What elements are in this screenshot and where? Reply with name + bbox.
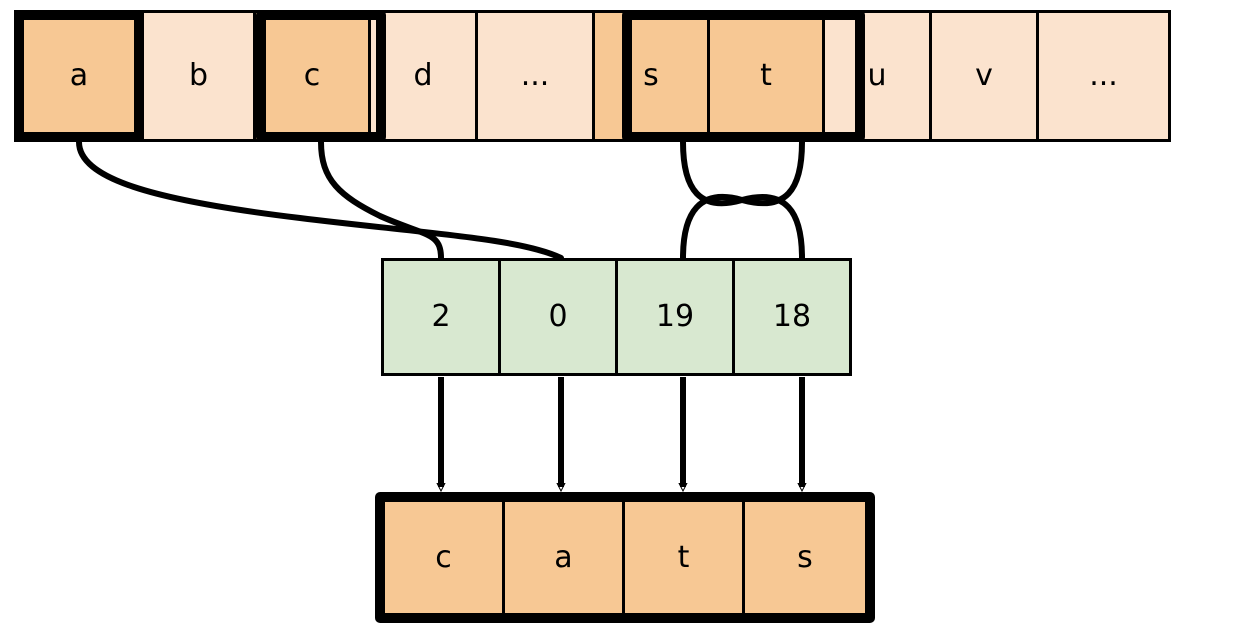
alphabet-cell-label: ... (520, 58, 550, 93)
output-cell[interactable]: s (745, 502, 865, 613)
output-cell-letter: a (554, 539, 573, 575)
output-cell-letter: t (677, 539, 690, 575)
alphabet-cell-label: ... (1089, 58, 1118, 93)
curve-t-to-index-19 (680, 139, 805, 261)
alphabet-cell-v[interactable]: v (929, 10, 1039, 142)
curve-c-to-index-2 (318, 139, 444, 261)
index-cell[interactable]: 19 (615, 258, 735, 376)
alphabet-cell-label: u (867, 58, 887, 93)
curve-s-to-index-18 (680, 139, 805, 261)
alphabet-cell-t[interactable]: t (707, 10, 825, 142)
index-cell-value: 2 (431, 299, 451, 334)
alphabet-cell-s[interactable]: s (592, 10, 710, 142)
alphabet-cell-ellipsis-2[interactable]: ... (1036, 10, 1171, 142)
alphabet-cell-label: t (760, 58, 772, 93)
alphabet-cell-label: v (975, 58, 993, 93)
output-cell-letter: c (435, 539, 452, 575)
alphabet-cell-label: b (188, 58, 209, 93)
index-cell-value: 19 (655, 299, 695, 334)
output-cell-letter: s (797, 539, 813, 575)
output-cell[interactable]: c (385, 502, 505, 613)
alphabet-cell-a[interactable]: a (14, 10, 144, 142)
index-strip: 2 0 19 18 (381, 258, 852, 376)
output-cell[interactable]: t (625, 502, 745, 613)
alphabet-cell-u[interactable]: u (822, 10, 932, 142)
alphabet-cell-label: c (303, 58, 321, 93)
alphabet-cell-label: s (643, 58, 659, 93)
alphabet-cell-label: a (69, 58, 89, 93)
curve-a-to-index-0 (76, 139, 564, 261)
output-strip: c a t s (375, 492, 875, 623)
alphabet-cell-c[interactable]: c (253, 10, 371, 142)
index-cell[interactable]: 18 (732, 258, 852, 376)
index-cell-value: 0 (548, 299, 568, 334)
alphabet-cell-b[interactable]: b (141, 10, 256, 142)
index-cell-value: 18 (772, 299, 812, 334)
alphabet-strip: a b c d ... s t u v ... (14, 10, 1171, 142)
alphabet-cell-d[interactable]: d (368, 10, 478, 142)
alphabet-cell-ellipsis-1[interactable]: ... (475, 10, 595, 142)
index-cell[interactable]: 2 (381, 258, 501, 376)
index-cell[interactable]: 0 (498, 258, 618, 376)
alphabet-cell-label: d (413, 58, 433, 93)
output-cell[interactable]: a (505, 502, 625, 613)
